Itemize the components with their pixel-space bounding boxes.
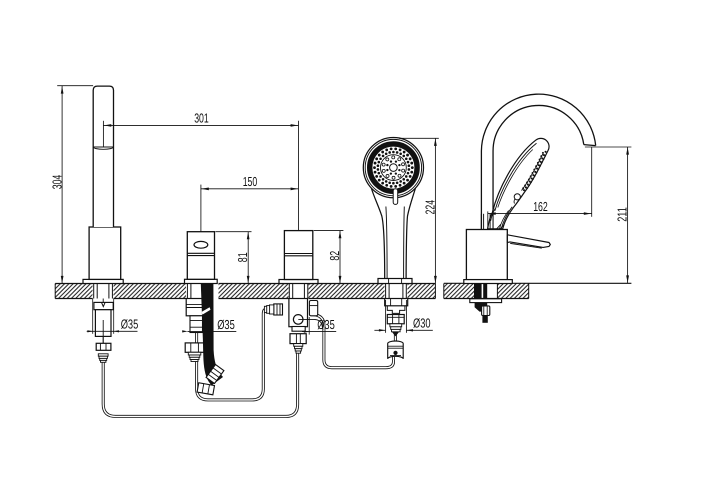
svg-text:81: 81 bbox=[235, 252, 250, 262]
svg-text:Ø30: Ø30 bbox=[413, 316, 431, 331]
svg-text:Ø35: Ø35 bbox=[217, 317, 235, 332]
svg-text:150: 150 bbox=[243, 174, 258, 189]
svg-text:301: 301 bbox=[194, 111, 209, 126]
svg-text:Ø35: Ø35 bbox=[317, 317, 335, 332]
svg-text:Ø35: Ø35 bbox=[121, 316, 139, 331]
svg-text:224: 224 bbox=[422, 200, 437, 215]
svg-text:82: 82 bbox=[327, 251, 342, 261]
svg-text:162: 162 bbox=[533, 199, 548, 214]
svg-text:211: 211 bbox=[615, 207, 630, 222]
svg-text:304: 304 bbox=[49, 175, 64, 190]
